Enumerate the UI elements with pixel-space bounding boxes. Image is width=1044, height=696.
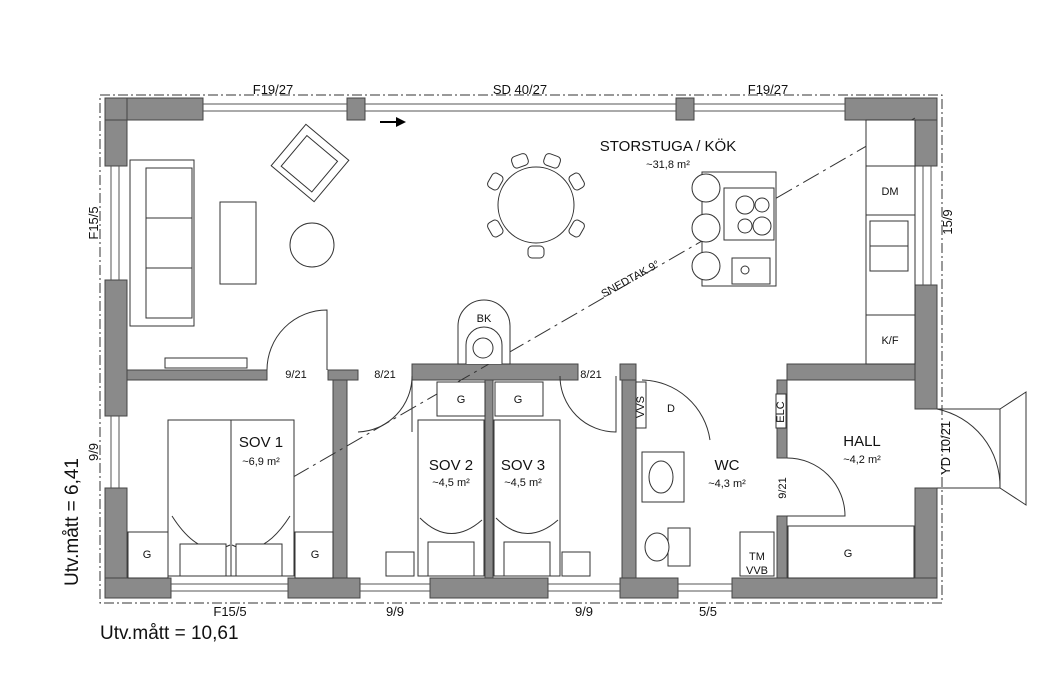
fixture-dm: DM [881, 186, 898, 198]
room-name-sov2: SOV 2 [429, 457, 473, 474]
low-cabinet [164, 357, 248, 369]
room-area-sov2: ~4,5 m² [432, 477, 470, 489]
room-name-sov3: SOV 3 [501, 457, 545, 474]
label-window-left-lower: 9/9 [86, 443, 101, 461]
fixture-tm: TM [749, 551, 765, 563]
sofa [129, 159, 195, 327]
label-door-living: 9/21 [285, 369, 306, 381]
round-side-table [289, 222, 335, 268]
dining-set [487, 153, 585, 259]
utv-depth-label: Utv.mått = 6,41 [62, 458, 83, 586]
label-door-wc: 9/21 [777, 477, 789, 498]
single-beds [385, 381, 591, 577]
room-area-storstuga: ~31,8 m² [646, 159, 690, 171]
kitchen-island [691, 171, 777, 287]
label-door-sov3: 8/21 [580, 369, 601, 381]
room-area-sov3: ~4,5 m² [504, 477, 542, 489]
fixture-elc: ELC [775, 401, 787, 422]
outer-walls [104, 97, 938, 599]
room-name-wc: WC [715, 457, 740, 474]
wc-fixtures [635, 381, 787, 577]
label-window-bottom-right: 5/5 [699, 604, 717, 619]
wood-stove [457, 299, 511, 365]
label-window-bottom-mid2: 9/9 [575, 604, 593, 619]
label-door-right-entry: YD 10/21 [938, 421, 953, 475]
fixture-vvs: VVS [635, 396, 647, 418]
door-swings [266, 309, 1027, 517]
sloped-roof-line [131, 117, 916, 571]
utv-width-label: Utv.mått = 10,61 [100, 623, 239, 644]
coffee-table [219, 201, 257, 285]
label-snedtak: SNEDTAK 9° [599, 258, 661, 300]
fixture-g-sov3: G [514, 394, 523, 406]
label-window-right-upper: 15/9 [940, 209, 955, 234]
label-door-sov2: 8/21 [374, 369, 395, 381]
window-glazing [110, 103, 932, 592]
label-window-bottom-left: F15/5 [213, 604, 246, 619]
room-name-storstuga: STORSTUGA / KÖK [600, 137, 736, 155]
room-area-sov1: ~6,9 m² [242, 456, 280, 468]
label-window-top-right: F19/27 [748, 82, 788, 97]
hall-closet [787, 525, 915, 579]
fixture-g-sov1-left: G [143, 549, 152, 561]
fixture-g-sov1-right: G [311, 549, 320, 561]
label-window-top-left: F19/27 [253, 82, 293, 97]
fixture-bk: BK [477, 313, 492, 325]
label-window-left-upper: F15/5 [86, 206, 101, 239]
kitchen-counter [865, 119, 916, 365]
outer-outline [99, 94, 943, 604]
fixture-d: D [667, 403, 675, 415]
room-name-sov1: SOV 1 [239, 434, 283, 451]
double-bed [127, 419, 334, 579]
fixture-vvb: VVB [746, 565, 768, 577]
room-area-hall: ~4,2 m² [843, 454, 881, 466]
fixture-g-sov2: G [457, 394, 466, 406]
room-name-hall: HALL [843, 433, 881, 450]
label-window-bottom-mid: 9/9 [386, 604, 404, 619]
room-area-wc: ~4,3 m² [708, 478, 746, 490]
sliding-door-arrow-icon [380, 117, 406, 127]
label-door-top-middle: SD 40/27 [493, 82, 547, 97]
fixture-g-hall: G [844, 548, 853, 560]
fixture-kf: K/F [881, 335, 898, 347]
armchair [270, 123, 350, 203]
